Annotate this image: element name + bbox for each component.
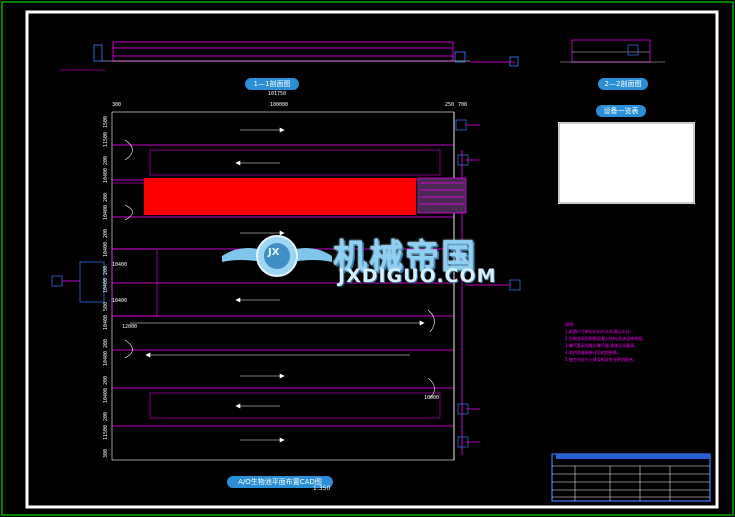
- right-margin-dim-2: 700: [458, 102, 468, 108]
- red-highlight-block: [144, 178, 416, 215]
- title-block: [551, 453, 711, 502]
- left-dim-value: 200: [103, 265, 109, 275]
- left-dim-value: 11500: [103, 424, 109, 440]
- drawing-border: [25, 10, 719, 509]
- left-dim-value: 10400: [103, 241, 109, 257]
- note-line: 2.生物池采用钢筋混凝土结构,池体见结构图。: [565, 336, 647, 341]
- left-dim-value: 1500: [103, 116, 109, 129]
- watermark-english: JXDIGUO.COM: [338, 265, 497, 287]
- flow-arrows: [130, 127, 425, 443]
- equipment-table-title: 设备一览表: [596, 105, 646, 117]
- left-dim-value: 10400: [103, 351, 109, 367]
- dim-10400a: 10400: [112, 262, 128, 268]
- dim-12000: 12000: [122, 324, 138, 330]
- section-1-1-title: 1—1剖面图: [245, 78, 299, 90]
- left-dim-value: 200: [103, 192, 109, 202]
- left-dim-value: 10400: [103, 387, 109, 404]
- note-line: 5.施工时应与土建及相关专业密切配合。: [565, 357, 637, 362]
- left-dim-value: 300: [103, 448, 109, 458]
- note-line: 1.本图尺寸单位以mm计,标高以m计。: [565, 329, 634, 334]
- inner-width-dim: 100000: [270, 102, 289, 108]
- left-dim-value: 200: [103, 339, 109, 349]
- left-dim-value: 11500: [103, 131, 109, 147]
- note-line: 4.池内设备安装详见相应图纸。: [565, 350, 621, 355]
- section-1-1: [60, 41, 519, 71]
- main-drawing-title: A/O生物池平面布置CAD图: [227, 476, 333, 488]
- left-dim-value: 200: [103, 412, 109, 422]
- left-margin-dim: 300: [112, 102, 122, 108]
- left-dim-value: 500: [103, 302, 109, 312]
- watermark-emblem: [222, 235, 332, 277]
- main-drawing-scale: 1:350: [313, 485, 331, 492]
- section-2-2: [560, 39, 665, 63]
- equipment-table: [558, 122, 695, 204]
- left-dim-value: 200: [103, 229, 109, 239]
- left-dim-value: 10400: [103, 168, 109, 184]
- right-equipment: [417, 119, 521, 448]
- left-dim-value: 10400: [103, 314, 109, 330]
- dim-10000: 10000: [424, 395, 440, 401]
- watermark-chinese: 机械帝国: [333, 237, 477, 277]
- left-equipment: [51, 261, 105, 303]
- left-dim-value: 200: [103, 155, 109, 165]
- left-dim-value: 10400: [103, 204, 109, 220]
- dim-10400b: 10400: [112, 298, 128, 304]
- overall-width-dim: 101750: [268, 91, 287, 97]
- right-margin-dim-1: 250: [445, 102, 455, 108]
- note-line: 3.曝气管采用微孔曝气器,具体见设备表。: [565, 343, 639, 348]
- left-dim-value: 10400: [103, 278, 109, 294]
- watermark-badge: JX: [268, 247, 280, 258]
- left-dim-value: 200: [103, 375, 109, 385]
- section-2-2-title: 2—2剖面图: [598, 78, 648, 90]
- note-line: 说明:: [565, 322, 575, 327]
- turn-arrows: [124, 139, 435, 399]
